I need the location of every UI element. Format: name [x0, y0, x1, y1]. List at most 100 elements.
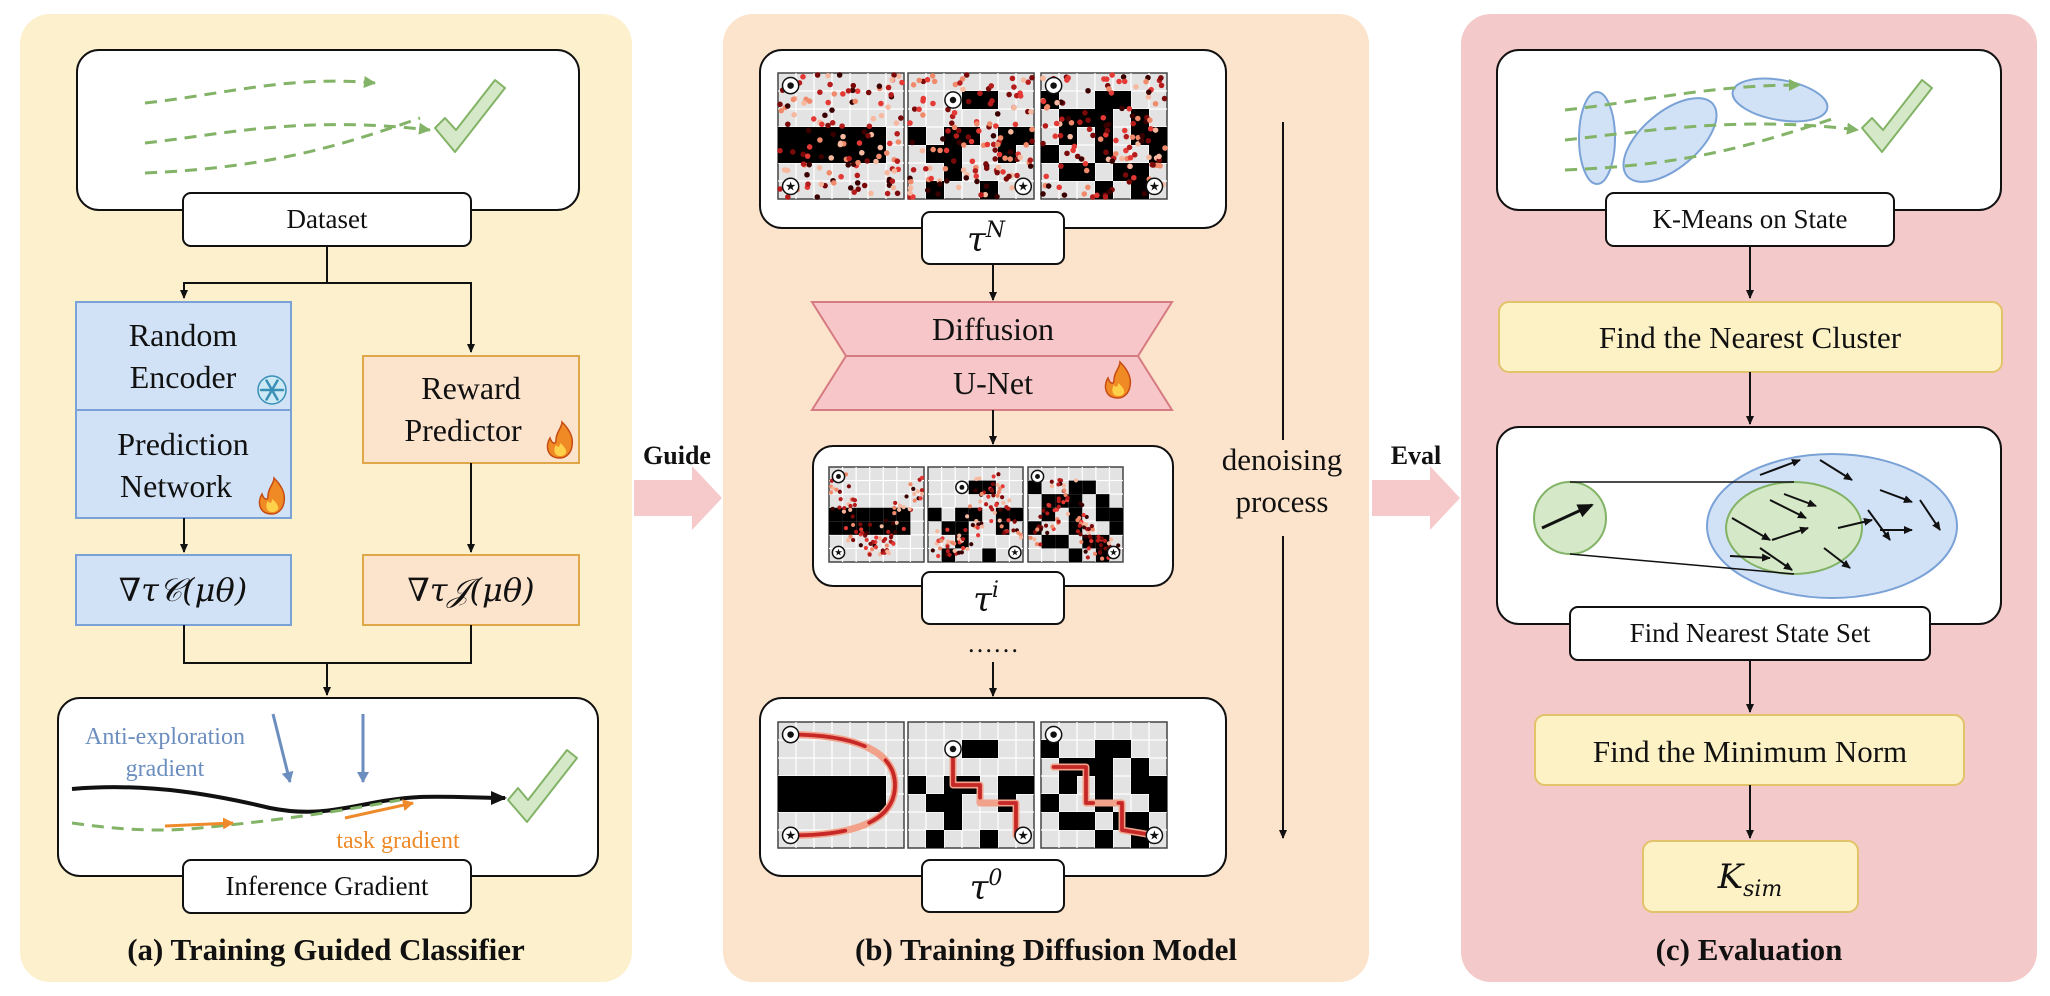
svg-text:★: ★	[1011, 547, 1020, 558]
maze-thumbnail: ★	[1040, 72, 1168, 200]
cluster-ellipse-2	[1622, 97, 1718, 183]
eval-arrow: Eval	[1372, 441, 1460, 530]
panel-a: Dataset Random Encoder Prediction Networ…	[57, 49, 599, 967]
trajectory-line	[71, 785, 507, 814]
minimum-norm-label: Find the Minimum Norm	[1593, 734, 1907, 769]
unet-label: U-Net	[953, 365, 1033, 401]
eval-label: Eval	[1391, 441, 1442, 470]
tau-i-label-box	[921, 571, 1065, 625]
guide-label: Guide	[643, 441, 711, 470]
task-gradient-arrow-2	[344, 799, 414, 820]
panel-a-caption: (a) Training Guided Classifier	[127, 932, 525, 967]
ellipsis-label: ……	[967, 629, 1019, 658]
state-vector-arrow	[1819, 459, 1853, 481]
random-encoder-line1: Random	[129, 317, 238, 353]
inference-gradient-label-box	[182, 859, 472, 914]
dataset-trajectory-dashed	[71, 798, 401, 832]
svg-text:★: ★	[785, 827, 796, 842]
state-vector-arrow	[1783, 493, 1817, 507]
svg-text:★: ★	[785, 178, 796, 193]
denoising-label-2: process	[1236, 484, 1329, 519]
state-vector-arrow	[1759, 459, 1801, 476]
query-state-circle	[1533, 481, 1607, 555]
goal-marker	[831, 545, 846, 560]
tau-0-label: τ0	[970, 866, 1003, 908]
state-vector-arrows	[1729, 459, 1941, 571]
state-vector-arrow	[1729, 553, 1771, 562]
panel-b: ★ ★ ★ τN Diffusion U-Net ★ ★ ★ τi …… ★ ★ ★ τ0	[759, 49, 1343, 967]
grad-j-box	[362, 554, 580, 626]
tau-i-label: τi	[973, 578, 999, 620]
checkmark-icon	[1861, 79, 1933, 153]
diffusion-label: Diffusion	[932, 311, 1054, 347]
anti-exploration-label-2: gradient	[126, 756, 205, 782]
state-vector-arrow	[1837, 517, 1873, 529]
svg-text:★: ★	[1109, 547, 1118, 558]
dataset-trajectory-2	[144, 122, 431, 145]
goal-marker	[1014, 177, 1033, 196]
anti-exploration-arrow-1	[271, 713, 294, 783]
maze-thumbnail: ★	[777, 721, 905, 849]
cluster-ellipse-3	[1731, 77, 1829, 123]
state-vector-arrow	[1919, 499, 1941, 531]
tau-n-maze-row: ★ ★ ★	[777, 72, 1168, 200]
reward-predictor-box	[362, 355, 580, 464]
diffusion-unet-block: Diffusion U-Net	[810, 301, 1174, 411]
anti-exploration-label-1: Anti-exploration	[85, 724, 245, 750]
panel-b-caption: (b) Training Diffusion Model	[855, 932, 1237, 967]
goal-marker	[1106, 545, 1121, 560]
svg-text:★: ★	[1149, 178, 1160, 193]
reward-predictor-line2: Predictor	[404, 412, 522, 448]
nearest-state-label: Find Nearest State Set	[1630, 618, 1871, 648]
panel-c-caption: (c) Evaluation	[1656, 932, 1843, 967]
nearest-cluster-label: Find the Nearest Cluster	[1599, 320, 1902, 355]
goal-marker	[1008, 545, 1022, 560]
goal-marker	[1145, 177, 1164, 196]
random-encoder-line2: Encoder	[130, 359, 237, 395]
goal-marker	[1014, 826, 1033, 845]
maze-thumbnail: ★	[828, 466, 925, 563]
state-vector-arrow	[1759, 547, 1793, 571]
ksim-box	[1642, 840, 1859, 913]
flame-icon	[546, 420, 574, 459]
dataset-trajectory-1	[144, 75, 376, 105]
guide-arrow: Guide	[634, 441, 722, 530]
dataset-trajectory-box	[76, 49, 580, 211]
flame-icon	[1104, 360, 1132, 399]
checkmark-icon	[507, 749, 578, 823]
svg-text:★: ★	[1018, 827, 1029, 842]
svg-text:★: ★	[1018, 178, 1029, 193]
maze-thumbnail: ★	[1027, 466, 1124, 563]
goal-marker	[781, 826, 800, 845]
tau-0-maze-row: ★ ★ ★	[777, 721, 1168, 849]
maze-thumbnail: ★	[907, 72, 1035, 200]
grad-c-box	[75, 554, 292, 626]
snowflake-icon	[257, 375, 287, 405]
goal-marker	[1145, 826, 1164, 845]
kmeans-label: K-Means on State	[1653, 204, 1848, 234]
tau-i-maze-row: ★ ★ ★	[828, 466, 1124, 563]
svg-text:★: ★	[834, 547, 843, 558]
prediction-network-line1: Prediction	[117, 426, 249, 462]
task-gradient-arrow-1	[164, 817, 234, 830]
prediction-network-line2: Network	[120, 468, 232, 504]
denoising-label-1: denoising	[1222, 442, 1343, 477]
cluster-ellipse-1	[1578, 91, 1616, 185]
reward-predictor-line1: Reward	[421, 370, 521, 406]
svg-text:★: ★	[1149, 827, 1160, 842]
grad-j-label: ∇τ𝒥(μθ)	[407, 571, 534, 609]
inference-gradient-label: Inference Gradient	[225, 871, 429, 901]
state-vector-arrow	[1879, 489, 1913, 503]
state-vector-arrow	[1769, 499, 1807, 519]
tau-0-label-box	[921, 859, 1065, 913]
checkmark-icon	[434, 79, 506, 153]
grad-c-label: ∇τ𝒞(μθ)	[119, 571, 247, 609]
state-vector-arrow	[1731, 517, 1771, 541]
panel-c: K-Means on State Find the Nearest Cluste…	[1496, 49, 2003, 967]
state-vector-arrow	[1771, 526, 1809, 541]
ksim-label: Ksim	[1717, 857, 1783, 902]
tau-n-label: τN	[967, 218, 1006, 260]
maze-thumbnail: ★	[777, 72, 905, 200]
maze-thumbnail: ★	[927, 466, 1024, 563]
